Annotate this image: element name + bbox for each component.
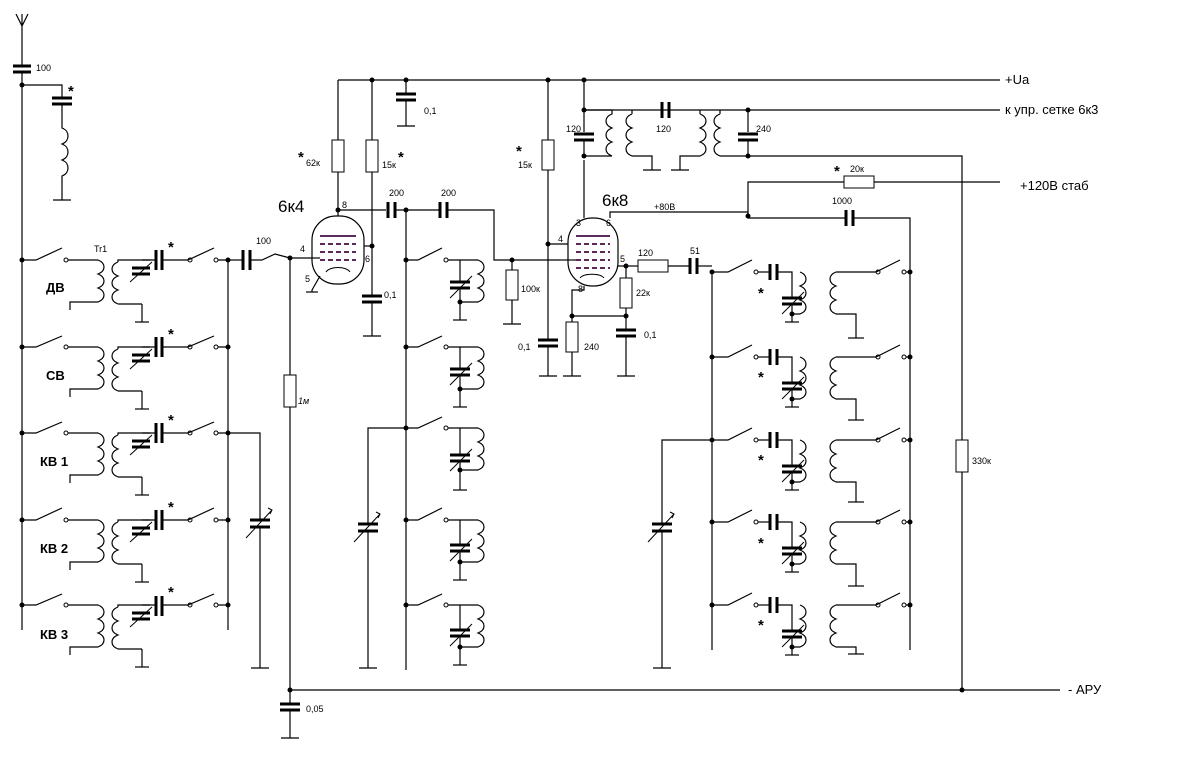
rf-amp-stage: 100 1м 0,05 6к4 8 4 6 5 62к *: [228, 80, 560, 739]
asterisk-62k: *: [298, 149, 304, 166]
transformer-ref-label: Tr1: [94, 244, 107, 254]
asterisk-ant: *: [68, 83, 74, 100]
v2-pin4-label: 4: [558, 234, 563, 244]
asterisk-row4: *: [168, 499, 174, 516]
v2-pin6-label: 6: [606, 218, 611, 228]
v1-pin6-label: 6: [365, 254, 370, 264]
band-label-kv1: КВ 1: [40, 454, 68, 469]
r-120-label: 120: [638, 248, 653, 258]
asterisk-row2: *: [168, 326, 174, 343]
tube-6k4-label: 6к4: [278, 197, 304, 216]
rail-stab-label: +120В стаб: [1020, 178, 1089, 193]
asterisk-row5: *: [168, 584, 174, 601]
asterisk-row1: *: [168, 239, 174, 256]
c-120-a-label: 120: [566, 124, 581, 134]
r-240-label: 240: [584, 342, 599, 352]
asterisk-osc2: *: [758, 369, 764, 386]
c-ant-label: 100: [36, 63, 51, 73]
r-20k-label: 20к: [850, 164, 864, 174]
tube-6k8-label: 6к8: [602, 191, 628, 210]
rail-grid-6k3-label: к упр. сетке 6к3: [1005, 102, 1098, 117]
asterisk-row3: *: [168, 412, 174, 429]
rf-tank-bank: [353, 210, 485, 670]
v2-pin5-label: 5: [620, 254, 625, 264]
c-120-b-label: 120: [656, 124, 671, 134]
c-240-top-label: 240: [756, 124, 771, 134]
c-01-v1-label: 0,1: [384, 290, 397, 300]
rail-80v-label: +80В: [654, 202, 675, 212]
power-rails: 0,1 +Ua к упр. сетке 6к3 +120В стаб - АР…: [290, 72, 1102, 697]
c-aru-label: 0,05: [306, 704, 324, 714]
c-1000-label: 1000: [832, 196, 852, 206]
oscillator-bank: * *: [647, 259, 913, 669]
asterisk-osc1: *: [758, 285, 764, 302]
c-200-a-label: 200: [389, 188, 404, 198]
c-01-top-label: 0,1: [424, 106, 437, 116]
band-label-kv2: КВ 2: [40, 541, 68, 556]
c-grid1-label: 100: [256, 236, 271, 246]
band-label-dv: ДВ: [46, 280, 65, 295]
rail-aru-label: - АРУ: [1068, 682, 1102, 697]
rail-ua-label: +Ua: [1005, 72, 1030, 87]
asterisk-osc3: *: [758, 452, 764, 469]
c-200-b-label: 200: [441, 188, 456, 198]
r-62k-label: 62к: [306, 158, 320, 168]
r-15k-b-label: 15к: [518, 160, 532, 170]
mixer-stage: 100к 15к * 0,1 6к8 3 6 4 5 8 120: [503, 80, 991, 690]
antenna-input: 100 *: [13, 13, 74, 630]
c-01-v2-label: 0,1: [518, 342, 531, 352]
v1-pin8-label: 8: [342, 200, 347, 210]
r-330k-label: 330к: [972, 456, 991, 466]
r-15k-a-label: 15к: [382, 160, 396, 170]
r-100k-label: 100к: [521, 284, 540, 294]
v2-pin8-label: 8: [578, 284, 583, 294]
band-label-sv: СВ: [46, 368, 65, 383]
tube-6k4: [311, 215, 365, 285]
c-01-cath-label: 0,1: [644, 330, 657, 340]
r-grid1-label: 1м: [298, 396, 309, 406]
v1-pin5-label: 5: [305, 274, 310, 284]
asterisk-osc4: *: [758, 535, 764, 552]
asterisk-20k: *: [834, 163, 840, 180]
c-51-label: 51: [690, 246, 700, 256]
r-22k-label: 22к: [636, 288, 650, 298]
asterisk-15k-b: *: [516, 143, 522, 160]
band-label-kv3: КВ 3: [40, 627, 68, 642]
asterisk-osc5: *: [758, 617, 764, 634]
antenna-icon: [15, 13, 29, 66]
asterisk-15k-a: *: [398, 149, 404, 166]
v2-pin3-label: 3: [576, 218, 581, 228]
v1-pin4-label: 4: [300, 244, 305, 254]
input-band-switch: * Tr1 ДВ * СВ * КВ 1: [19, 239, 273, 669]
